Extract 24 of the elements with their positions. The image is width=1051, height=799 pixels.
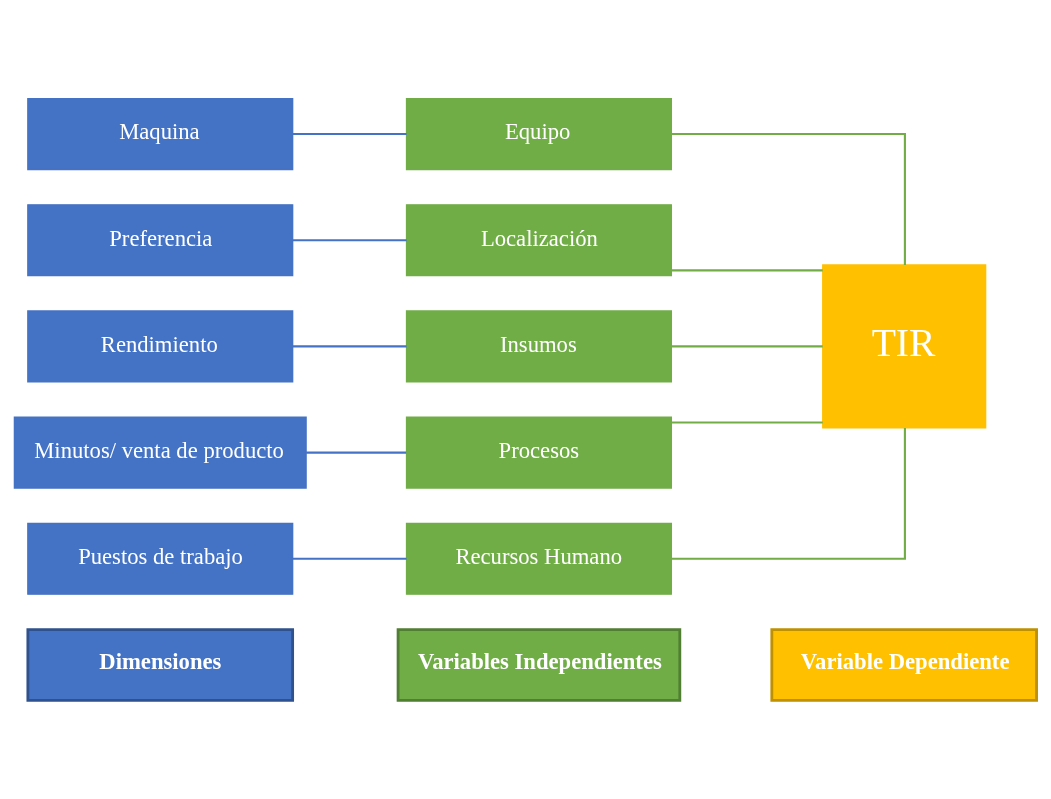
node-box: Puestos de trabajo xyxy=(27,522,294,595)
node-box: Minutos/ venta de producto xyxy=(13,416,307,489)
connector xyxy=(671,427,906,560)
node-box: Localización xyxy=(405,204,673,277)
node-box: Equipo xyxy=(405,97,673,171)
node-box: Dimensiones xyxy=(26,628,295,702)
node-box: Variable Dependiente xyxy=(770,628,1038,702)
node-box: Variables Independientes xyxy=(396,628,682,702)
node-box: TIR xyxy=(822,264,987,429)
node-box: Procesos xyxy=(405,416,673,489)
node-box: Recursos Humano xyxy=(405,522,673,595)
connector xyxy=(671,269,823,272)
node-box: Preferencia xyxy=(27,204,294,277)
connector xyxy=(292,133,407,136)
node-box: Rendimiento xyxy=(27,310,294,383)
connector xyxy=(306,451,407,454)
connector xyxy=(671,345,823,348)
connector xyxy=(292,239,407,242)
node-box: Insumos xyxy=(405,310,673,383)
connector xyxy=(292,345,407,348)
connector xyxy=(671,133,906,265)
connector xyxy=(671,421,823,424)
connector xyxy=(292,557,407,560)
node-box: Maquina xyxy=(27,97,294,171)
